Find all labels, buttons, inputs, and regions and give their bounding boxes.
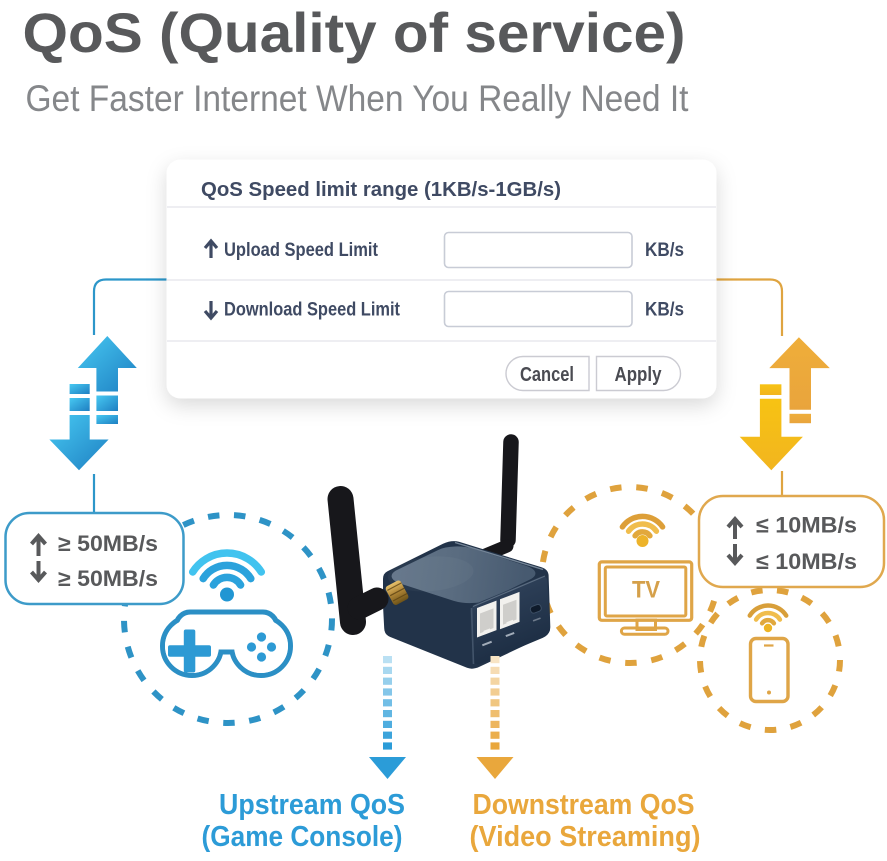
svg-text:≤ 10MB/s: ≤ 10MB/s [756,513,857,538]
svg-text:(Video Streaming): (Video Streaming) [470,821,701,853]
svg-text:(Game Console): (Game Console) [202,821,403,853]
svg-text:Get Faster Internet When You R: Get Faster Internet When You Really Need… [26,77,690,119]
svg-text:Downstream QoS: Downstream QoS [473,789,695,821]
svg-text:Upstream QoS: Upstream QoS [219,789,405,821]
svg-text:KB/s: KB/s [645,240,684,261]
svg-text:QoS (Quality of service): QoS (Quality of service) [23,1,686,64]
svg-text:QoS Speed limit range (1KB/s-1: QoS Speed limit range (1KB/s-1GB/s) [201,179,561,201]
svg-text:≥ 50MB/s: ≥ 50MB/s [58,566,158,591]
svg-text:≥ 50MB/s: ≥ 50MB/s [58,531,158,556]
svg-text:Upload Speed Limit: Upload Speed Limit [224,240,379,261]
svg-text:≤ 10MB/s: ≤ 10MB/s [756,549,857,574]
svg-text:KB/s: KB/s [645,300,684,321]
svg-text:Cancel: Cancel [520,364,574,386]
svg-text:Download Speed Limit: Download Speed Limit [224,300,401,321]
svg-text:TV: TV [632,577,660,604]
svg-text:Apply: Apply [615,364,663,386]
